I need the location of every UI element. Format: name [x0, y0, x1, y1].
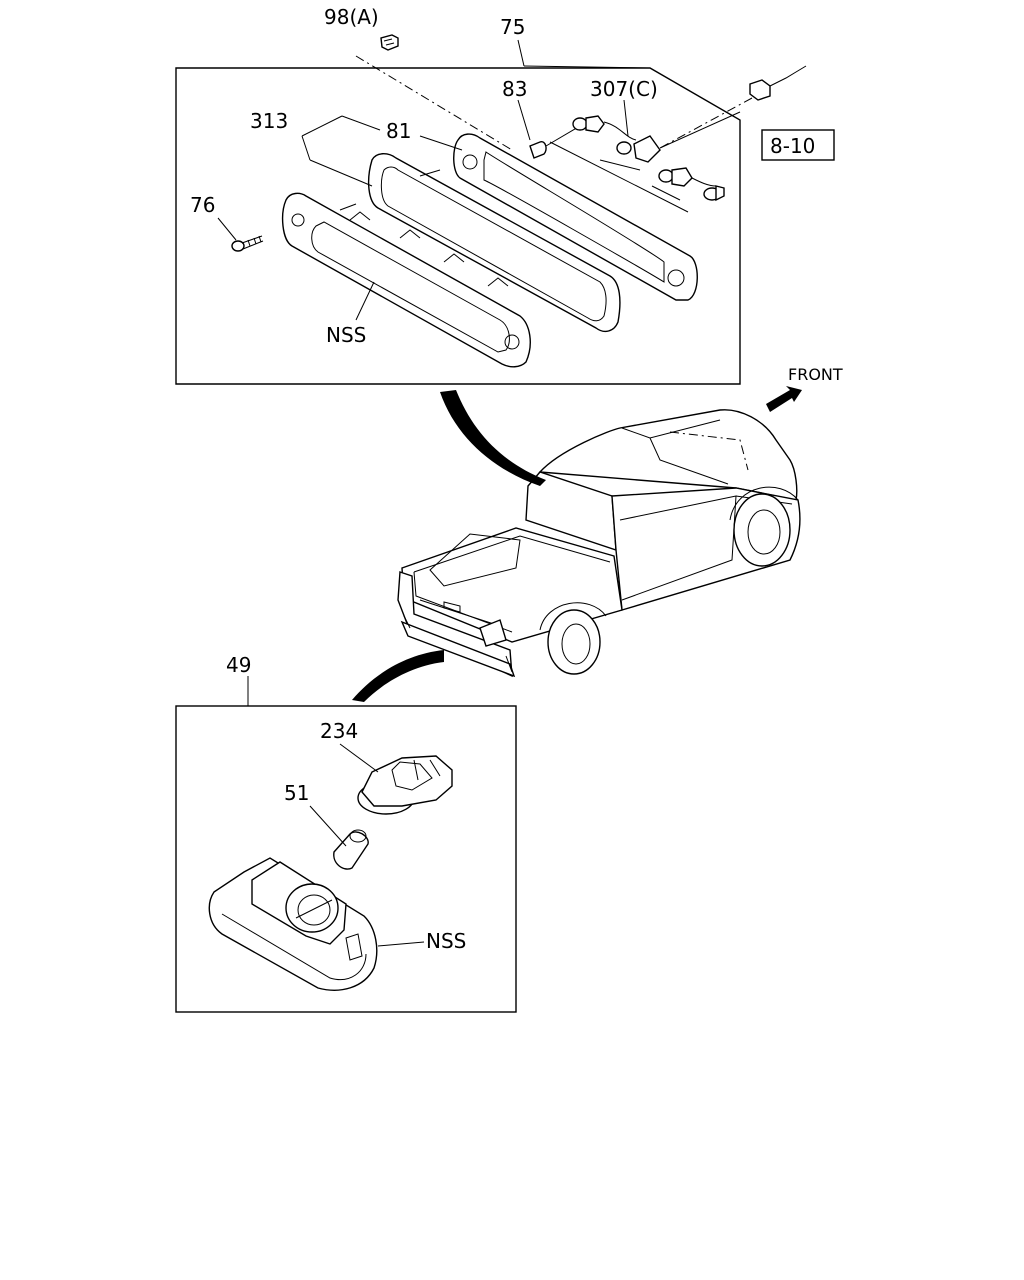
- label-49: 49: [226, 653, 251, 677]
- label-nss-bottom: NSS: [426, 929, 466, 953]
- connector-8-10: [659, 65, 807, 149]
- harness-307c: [549, 111, 741, 213]
- bulb-83: [529, 125, 581, 159]
- lamp-housing: [281, 192, 531, 368]
- lens-81: [453, 133, 698, 301]
- label-83: 83: [502, 77, 527, 101]
- clip-98a: [355, 34, 513, 151]
- bulb-51: [333, 829, 369, 870]
- label-313: 313: [250, 109, 288, 133]
- leader-lines-top: [217, 39, 649, 321]
- label-75: 75: [500, 15, 525, 39]
- label-307c: 307(C): [590, 77, 658, 101]
- pointer-arrow-bottom: [352, 650, 444, 702]
- label-98a: 98(A): [324, 5, 379, 29]
- label-51: 51: [284, 781, 309, 805]
- label-8-10[interactable]: 8-10: [770, 134, 815, 158]
- gasket-frame: [367, 153, 621, 333]
- license-lamp-housing: [208, 857, 378, 991]
- label-nss-top: NSS: [326, 323, 366, 347]
- screw-76: [231, 235, 264, 252]
- reference-box-8-10[interactable]: [761, 129, 835, 161]
- top-detail-box: [175, 67, 741, 385]
- pointer-arrow-top: [440, 390, 546, 486]
- socket-234: [357, 755, 453, 815]
- label-front: FRONT: [788, 365, 843, 384]
- pickup-truck: [397, 409, 801, 678]
- bottom-detail-box: [175, 705, 517, 1013]
- label-76: 76: [190, 193, 215, 217]
- label-234: 234: [320, 719, 358, 743]
- label-81: 81: [386, 119, 411, 143]
- front-arrow-icon: [766, 386, 802, 412]
- leader-lines-bottom: [309, 743, 425, 947]
